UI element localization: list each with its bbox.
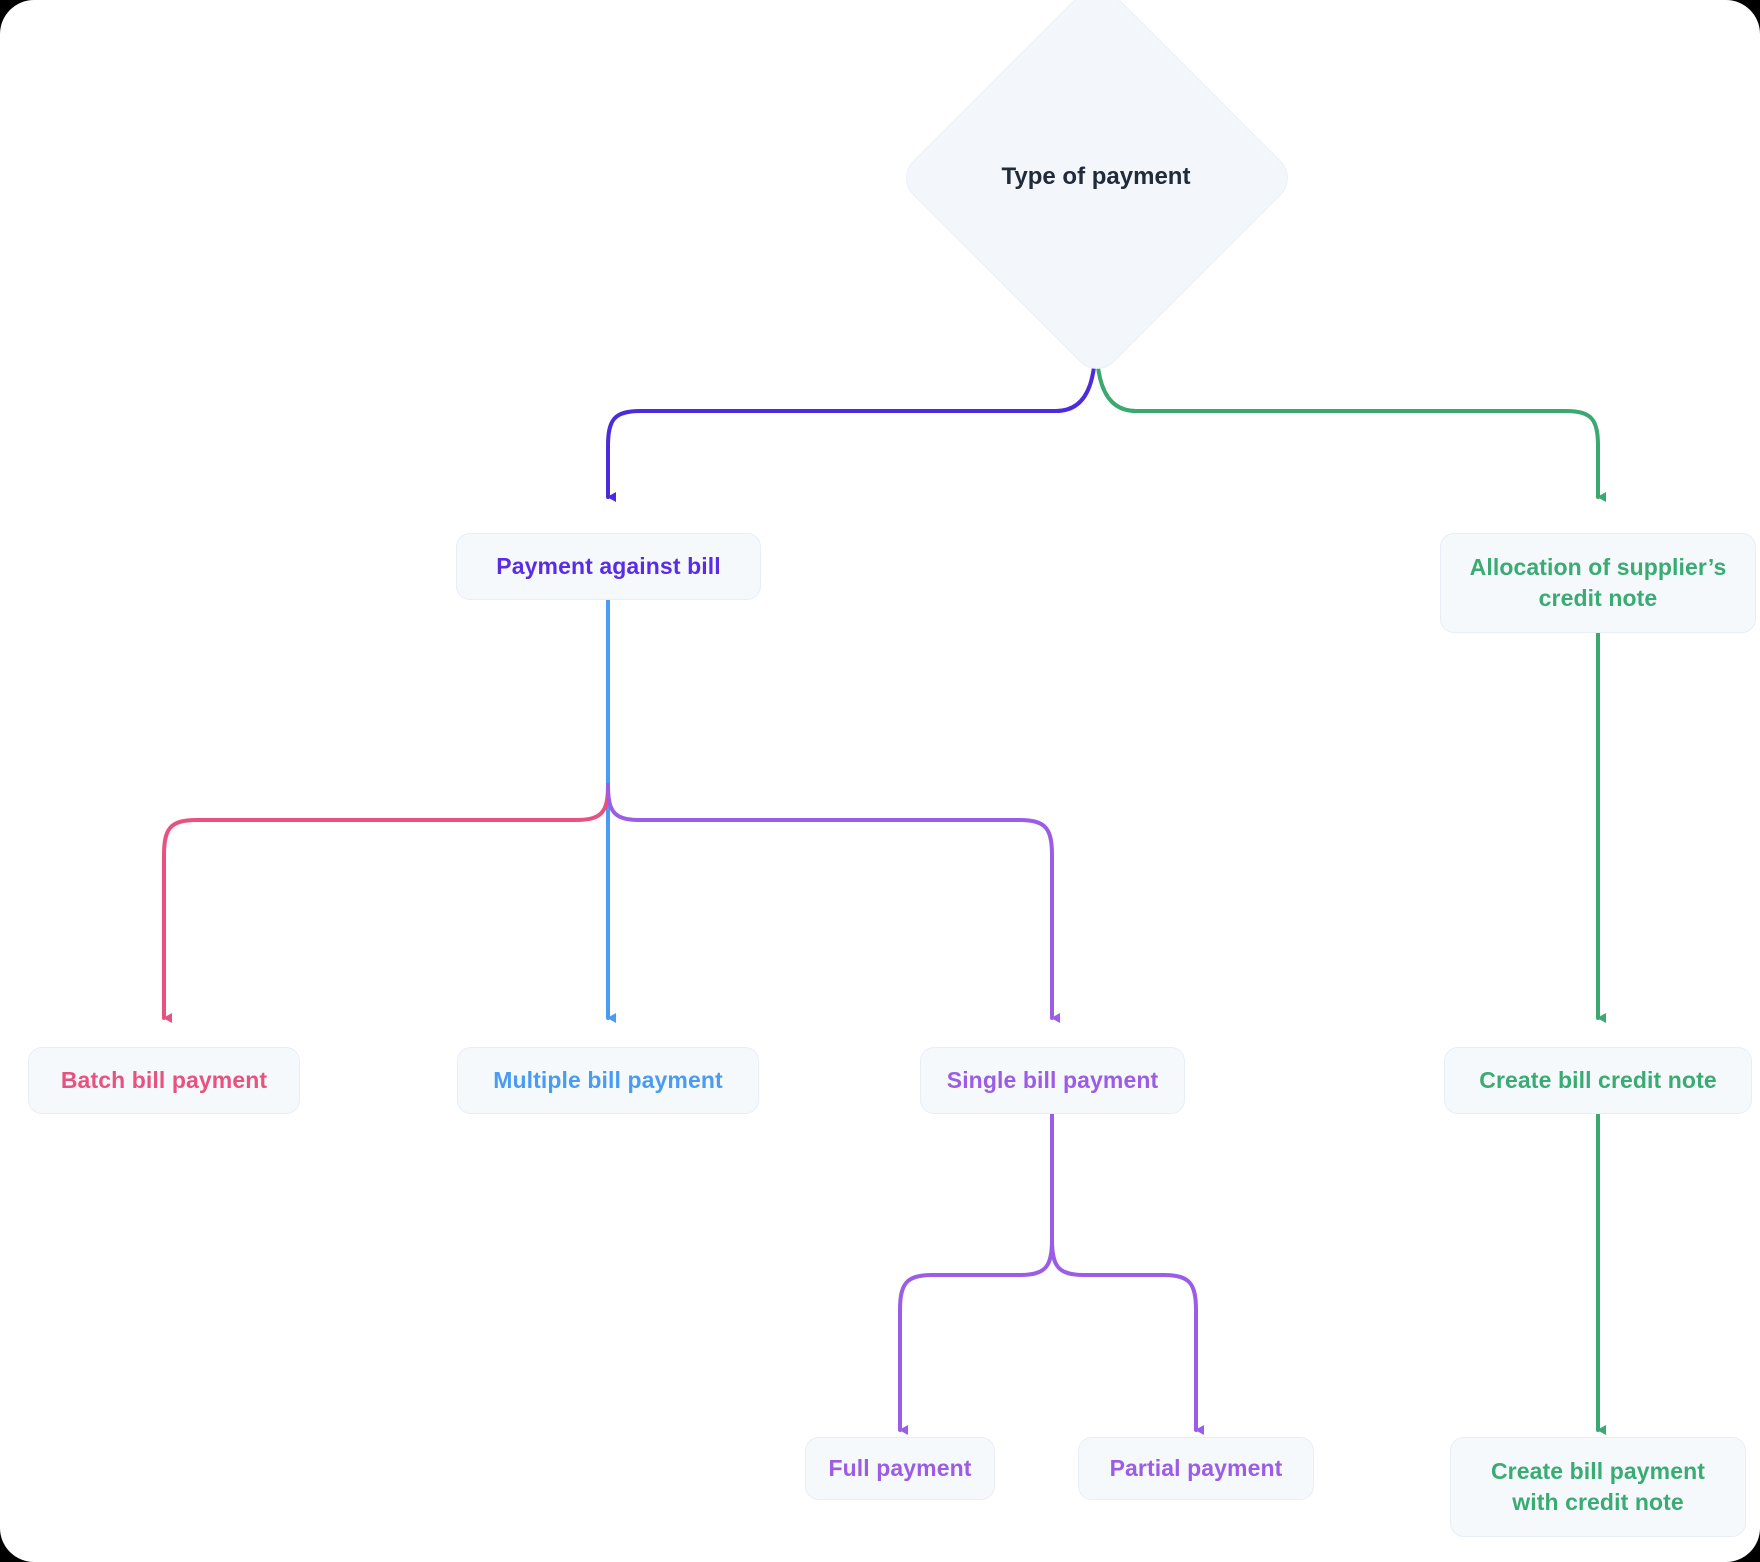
edge-pab-to-batch <box>162 783 610 1023</box>
node-label-line-1: Allocation of supplier’s <box>1469 553 1727 580</box>
edge-root-to-allocation <box>1094 328 1606 502</box>
node-label-line-2: with credit note <box>1512 1489 1684 1515</box>
node-partial-payment[interactable]: Partial payment <box>1078 1437 1314 1500</box>
edge-pab-to-single <box>606 783 1060 1023</box>
node-batch-bill-payment[interactable]: Batch bill payment <box>28 1047 300 1114</box>
node-label: Payment against bill <box>496 552 721 579</box>
node-allocation-of-suppliers-credit-note[interactable]: Allocation of supplier’s credit note <box>1440 533 1756 633</box>
node-label: Create bill credit note <box>1479 1066 1717 1093</box>
node-create-bill-payment-with-credit-note[interactable]: Create bill payment with credit note <box>1450 1437 1746 1537</box>
node-full-payment[interactable]: Full payment <box>805 1437 995 1500</box>
node-label: Batch bill payment <box>60 1066 268 1093</box>
node-type-of-payment[interactable]: Type of payment <box>896 0 1298 379</box>
node-label-line-1: Create bill payment <box>1490 1457 1706 1484</box>
node-single-bill-payment[interactable]: Single bill payment <box>920 1047 1185 1114</box>
node-label: Partial payment <box>1109 1454 1283 1481</box>
node-label: Single bill payment <box>946 1066 1159 1093</box>
edge-root-to-payment-against-bill <box>606 328 1098 502</box>
node-label: Full payment <box>828 1454 972 1481</box>
node-create-bill-credit-note[interactable]: Create bill credit note <box>1444 1047 1752 1114</box>
edge-single-to-partial <box>1050 1081 1204 1435</box>
node-label: Type of payment <box>1001 163 1191 190</box>
node-payment-against-bill[interactable]: Payment against bill <box>456 533 761 600</box>
node-multiple-bill-payment[interactable]: Multiple bill payment <box>457 1047 759 1114</box>
node-label: Multiple bill payment <box>493 1066 723 1093</box>
node-label-line-2: credit note <box>1538 585 1658 611</box>
edge-single-to-full <box>898 1081 1054 1435</box>
